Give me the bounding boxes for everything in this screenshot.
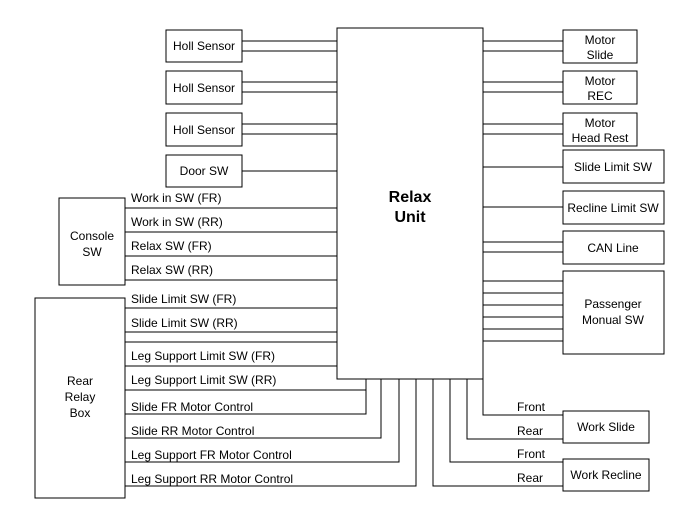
rear-relay-label-1: Rear (67, 374, 93, 388)
motor-slide-label-2: Slide (587, 48, 614, 62)
work-recline-rear-wire (432, 379, 563, 487)
rear-relay-label-3: Box (70, 406, 91, 420)
holl-sensor-1-box (165, 29, 243, 63)
holl-sensor-2-box (165, 70, 243, 105)
slide-fr-motor-wire (125, 379, 367, 415)
rear-relay-label-2: Relay (65, 390, 96, 404)
motor-rec: Motor REC (483, 70, 638, 105)
console-sw-box (58, 197, 126, 286)
holl-sensor-3-label: Holl Sensor (173, 123, 235, 137)
work-slide-box (562, 410, 650, 444)
rear-relay-box: Rear Relay Box Slide Limit SW (FR) Slide… (34, 292, 417, 499)
door-sw: Door SW (165, 154, 337, 188)
motor-headrest-box (562, 112, 638, 147)
relax-unit: Relax Unit (336, 27, 484, 380)
holl-sensor-2-label: Holl Sensor (173, 81, 235, 95)
work-recline: Work Recline Front Rear (432, 379, 650, 492)
holl-sensor-1: Holl Sensor (165, 29, 337, 63)
leg-rr-motor-wire (125, 379, 417, 487)
work-slide: Work Slide Front Rear (466, 379, 650, 444)
motor-slide-box (562, 29, 638, 64)
can-line: CAN Line (483, 230, 665, 265)
passenger-sw-box (562, 270, 665, 355)
work-recline-label: Work Recline (570, 468, 641, 482)
leg-limit-rr-label: Leg Support Limit SW (RR) (131, 373, 276, 387)
holl-sensor-1-label: Holl Sensor (173, 39, 235, 53)
rear-relay-box-rect (34, 297, 126, 499)
leg-fr-motor-label: Leg Support FR Motor Control (131, 448, 292, 462)
motor-rec-label-2: REC (587, 89, 613, 103)
console-sw: Console SW Work in SW (FR) Work in SW (R… (58, 191, 337, 286)
motor-rec-label-1: Motor (585, 74, 616, 88)
slide-rr-motor-wire (125, 379, 382, 439)
console-sw-label-2: SW (82, 245, 102, 259)
motor-slide-label-1: Motor (585, 33, 616, 47)
leg-fr-motor-wire (125, 379, 400, 463)
slide-fr-motor-label: Slide FR Motor Control (131, 400, 253, 414)
relax-unit-title-2: Unit (394, 209, 426, 226)
door-sw-box (165, 154, 243, 188)
holl-sensor-2: Holl Sensor (165, 70, 337, 105)
work-recline-box (562, 458, 650, 492)
passenger-manual-sw: Passenger Monual SW (483, 270, 665, 355)
relax-unit-title-1: Relax (389, 189, 432, 206)
holl-sensor-3-box (165, 112, 243, 147)
slide-limit-sw: Slide Limit SW (483, 149, 665, 184)
motor-headrest: Motor Head Rest (483, 112, 638, 147)
slide-limit-rr-label: Slide Limit SW (RR) (131, 316, 238, 330)
slide-limit-fr-label: Slide Limit SW (FR) (131, 292, 236, 306)
recline-limit-sw-box (562, 190, 665, 225)
relax-rr-label: Relax SW (RR) (131, 263, 213, 277)
console-sw-label-1: Console (70, 229, 114, 243)
work-slide-label: Work Slide (577, 420, 635, 434)
motor-slide: Motor Slide (483, 29, 638, 64)
can-line-box (562, 230, 665, 265)
slide-limit-sw-box (562, 149, 665, 184)
slide-rr-motor-label: Slide RR Motor Control (131, 424, 254, 438)
recline-limit-sw: Recline Limit SW (483, 190, 665, 225)
holl-sensor-3: Holl Sensor (165, 112, 337, 147)
work-slide-rear-wire (466, 379, 563, 440)
relax-unit-box (336, 27, 484, 380)
work-in-rr-label: Work in SW (RR) (131, 215, 223, 229)
passenger-sw-label-2: Monual SW (582, 313, 645, 327)
motor-headrest-label-1: Motor (585, 116, 616, 130)
recline-limit-sw-label: Recline Limit SW (567, 201, 659, 215)
work-recline-rear-label: Rear (517, 471, 543, 485)
work-slide-rear-label: Rear (517, 424, 543, 438)
leg-limit-fr-label: Leg Support Limit SW (FR) (131, 349, 275, 363)
work-slide-front-wire (482, 379, 563, 416)
slide-limit-sw-label: Slide Limit SW (574, 160, 653, 174)
work-recline-front-label: Front (517, 447, 546, 461)
can-line-label: CAN Line (587, 241, 639, 255)
relax-fr-label: Relax SW (FR) (131, 239, 212, 253)
work-slide-front-label: Front (517, 400, 546, 414)
motor-rec-box (562, 70, 638, 105)
motor-headrest-label-2: Head Rest (572, 131, 629, 145)
passenger-sw-label-1: Passenger (584, 297, 641, 311)
leg-rr-motor-label: Leg Support RR Motor Control (131, 472, 293, 486)
door-sw-label: Door SW (180, 164, 229, 178)
work-recline-front-wire (449, 379, 563, 463)
work-in-fr-label: Work in SW (FR) (131, 191, 221, 205)
